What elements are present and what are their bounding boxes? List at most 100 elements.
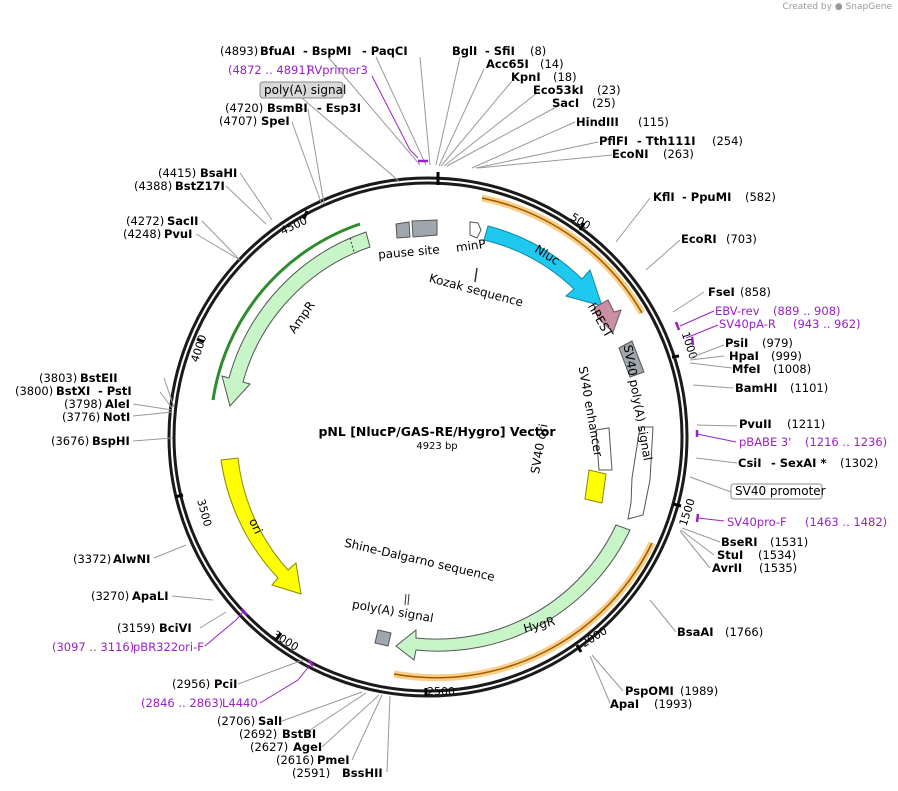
enzyme-sfii: - SfiI <box>485 44 515 58</box>
polya-box-leader <box>301 97 401 183</box>
primer-markers <box>241 159 700 667</box>
enzyme-fsei: FseI <box>708 285 735 299</box>
sv40-enhancer-label: SV40 enhancer <box>576 365 606 457</box>
pause-site-label: pause site <box>378 242 441 261</box>
primer-l4440: L4440 <box>222 696 258 710</box>
enzyme-bsphi-pos: (3676) <box>51 434 89 448</box>
enzyme-pvui: PvuI <box>164 227 192 241</box>
tick-1000: 1000 <box>679 330 700 361</box>
watermark-brand: SnapGene <box>845 2 892 12</box>
primer-rvprimer3-range: (4872 .. 4891) <box>228 63 310 77</box>
primer-l4440-range: (2846 .. 2863) <box>141 696 223 710</box>
primer-sv40pro-f-range: (1463 .. 1482) <box>805 515 887 529</box>
enzyme-bsaai-pos: (1766) <box>725 625 763 639</box>
enzyme-bamhi-pos: (1101) <box>790 381 828 395</box>
enzyme-spei: SpeI <box>261 114 290 128</box>
primer-pbabe3-range: (1216 .. 1236) <box>805 435 887 449</box>
enzyme-econi: EcoNI <box>612 147 648 161</box>
enzyme-bstbi: BstBI <box>282 727 316 741</box>
polya-inner-box <box>374 629 392 647</box>
enzyme-pcii-pos: (2956) <box>172 677 210 691</box>
tick-4000: 4000 <box>188 333 209 364</box>
enzyme-bstz17i-pos: (4388) <box>134 179 172 193</box>
backbone-outer <box>167 176 689 698</box>
enzyme-kfli-pos: (582) <box>745 190 776 204</box>
enzyme-bsshii: BssHII <box>342 766 383 780</box>
hpest-arrow <box>593 299 622 333</box>
enzyme-stui-pos: (1534) <box>758 548 796 562</box>
minp-arrow <box>469 221 482 239</box>
snapgene-watermark: Created by ● SnapGene <box>782 2 892 12</box>
tick-3000: 3000 <box>270 628 301 654</box>
enzyme-tth111i: - Tth111I <box>637 134 696 148</box>
enzyme-noti: NotI <box>103 410 130 424</box>
enzyme-bsshii-pos: (2591) <box>292 766 330 780</box>
enzyme-sacii: SacII <box>167 214 198 228</box>
minp-label: minP <box>455 237 487 255</box>
enzyme-acc65i: Acc65I <box>486 57 529 71</box>
enzyme-apali: ApaLI <box>132 589 169 603</box>
enzyme-beseri-pos: (1531) <box>770 535 808 549</box>
primer-pbr322ori-f: pBR322ori-F <box>133 640 204 654</box>
enzyme-saci: SacI <box>552 96 579 110</box>
enzyme-fsei-pos: (858) <box>740 285 771 299</box>
enzyme-bcivi-pos: (3159) <box>117 621 155 635</box>
polya-box <box>259 81 344 99</box>
sv40-polya-box <box>618 340 645 378</box>
map-title: pNL [NlucP/GAS-RE/Hygro] Vector <box>318 424 556 439</box>
enzyme-csii-pos: (1302) <box>840 456 878 470</box>
tick-4500: 4500 <box>278 214 309 238</box>
enzyme-paqci: - PaqCI <box>362 44 408 58</box>
enzyme-pvuii-pos: (1211) <box>787 417 825 431</box>
enzyme-mfei: MfeI <box>732 362 761 376</box>
enzyme-pvui-pos: (4248) <box>123 227 161 241</box>
primer-leader-lines <box>204 75 737 704</box>
enzyme-sexai: - SexAI * <box>771 456 826 470</box>
enzyme-bamhi: BamHI <box>735 381 777 395</box>
enzyme-bfuai-pos: (4893) <box>220 44 258 58</box>
primer-pbabe3: pBABE 3' <box>739 435 791 449</box>
enzyme-ppumi: - PpuMI <box>682 190 731 204</box>
enzyme-econi-pos: (263) <box>663 147 694 161</box>
enzyme-bsteii: BstEII <box>80 371 118 385</box>
enzyme-bfuai: BfuAI <box>260 44 295 58</box>
enzyme-csii: CsiI <box>738 456 762 470</box>
enzyme-agei: AgeI <box>293 740 322 754</box>
enzyme-bsahi: BsaHI <box>200 166 237 180</box>
sv40-promoter-leader <box>689 476 732 493</box>
enzyme-esp3i: - Esp3I <box>317 101 361 115</box>
shine-dalgarno-label: Shine-Dalgarno sequence <box>343 536 496 584</box>
watermark-prefix: Created by <box>782 2 832 12</box>
tick-3500: 3500 <box>194 498 214 528</box>
enzyme-alwni: AlwNI <box>113 552 150 566</box>
sv40-promoter-box-label: SV40 promoter <box>735 484 826 498</box>
enzyme-sacii-pos: (4272) <box>126 214 164 228</box>
polya-box-label: poly(A) signal <box>264 83 346 97</box>
enzyme-kpni: KpnI <box>511 70 541 84</box>
hygr-arrow <box>395 524 631 661</box>
enzyme-stui: StuI <box>717 548 743 562</box>
enzyme-mfei-pos: (1008) <box>773 362 811 376</box>
tick-2500: 2500 <box>427 685 455 698</box>
enzyme-pcii: PciI <box>214 677 237 691</box>
enzyme-hindiii-pos: (115) <box>638 115 669 129</box>
enzyme-bgli: BglI <box>452 44 477 58</box>
enzyme-kfli: KflI <box>653 190 675 204</box>
enzyme-alei-pos: (3798) <box>64 397 102 411</box>
nluc-track-line <box>481 197 643 314</box>
enzyme-sali: SalI <box>258 714 282 728</box>
enzyme-bspmi: - BspMI <box>303 44 351 58</box>
enzyme-hpai-pos: (999) <box>771 349 802 363</box>
enzyme-pmei: PmeI <box>317 753 350 767</box>
position-ticks <box>174 210 682 696</box>
enzyme-avrii: AvrII <box>712 561 742 575</box>
primer-sv40pa-r-range: (943 .. 962) <box>793 317 861 331</box>
primer-pbr322ori-f-range: (3097 .. 3116) <box>52 640 134 654</box>
enzyme-ecori-pos: (703) <box>726 232 757 246</box>
enzyme-bsteii-pos: (3803) <box>39 371 77 385</box>
enzyme-psii: PsiI <box>725 336 748 350</box>
enzyme-apali-pos: (3270) <box>91 589 129 603</box>
enzyme-acc65i-pos: (14) <box>540 57 564 71</box>
ampr-arrow <box>221 231 371 408</box>
primer-ebv-rev-range: (889 .. 908) <box>773 304 841 318</box>
